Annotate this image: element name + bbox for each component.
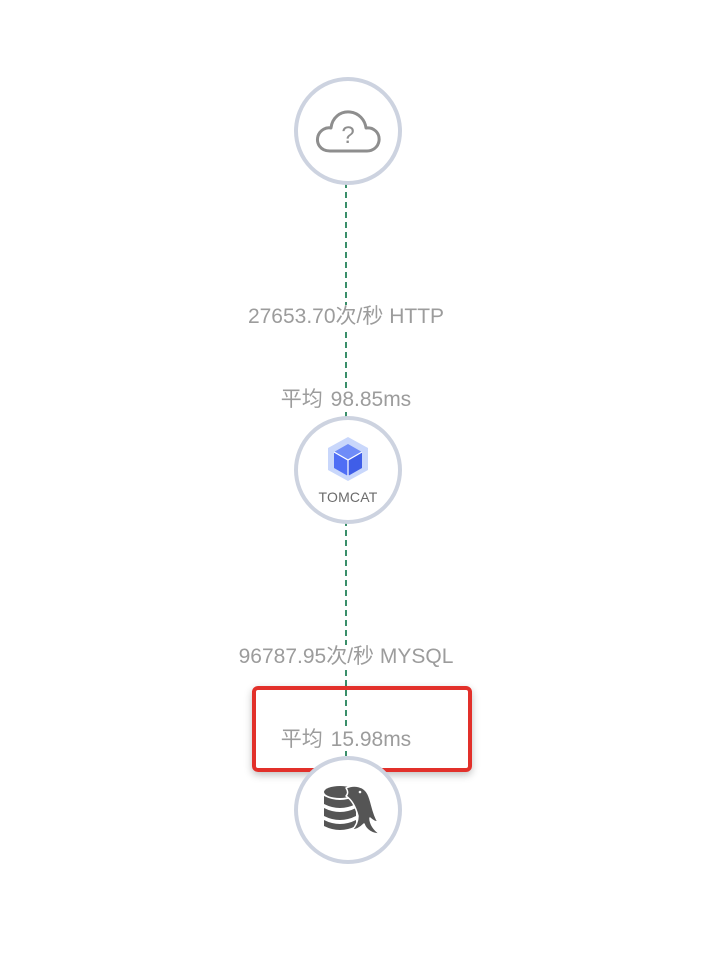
database-dolphin-icon (324, 785, 381, 835)
node-tomcat[interactable]: TOMCAT (294, 416, 402, 524)
edge-mysql-connector (345, 520, 347, 756)
mysql-rate-text: 96787.95次/秒 MYSQL (237, 645, 455, 668)
mysql-avg-value: 15.98ms (329, 728, 413, 751)
http-avg-value: 98.85ms (329, 388, 413, 411)
svg-text:?: ? (341, 122, 354, 149)
edge-http-rate: 27653.70次/秒 HTTP (0, 300, 692, 330)
cube-icon (328, 437, 368, 481)
edge-mysql-avg: 平均 15.98ms (0, 723, 692, 753)
http-avg-prefix: 平均 (279, 388, 324, 411)
edge-http-connector (345, 182, 347, 418)
edge-mysql-rate: 96787.95次/秒 MYSQL (0, 640, 692, 670)
cloud-question-icon: ? (316, 110, 381, 153)
edge-http-avg: 平均 98.85ms (0, 383, 692, 413)
tomcat-label: TOMCAT (318, 489, 378, 505)
node-unknown-service[interactable]: ? (294, 77, 402, 185)
mysql-avg-prefix: 平均 (279, 728, 324, 751)
node-mysql[interactable] (294, 756, 402, 864)
http-rate-text: 27653.70次/秒 HTTP (246, 305, 446, 328)
